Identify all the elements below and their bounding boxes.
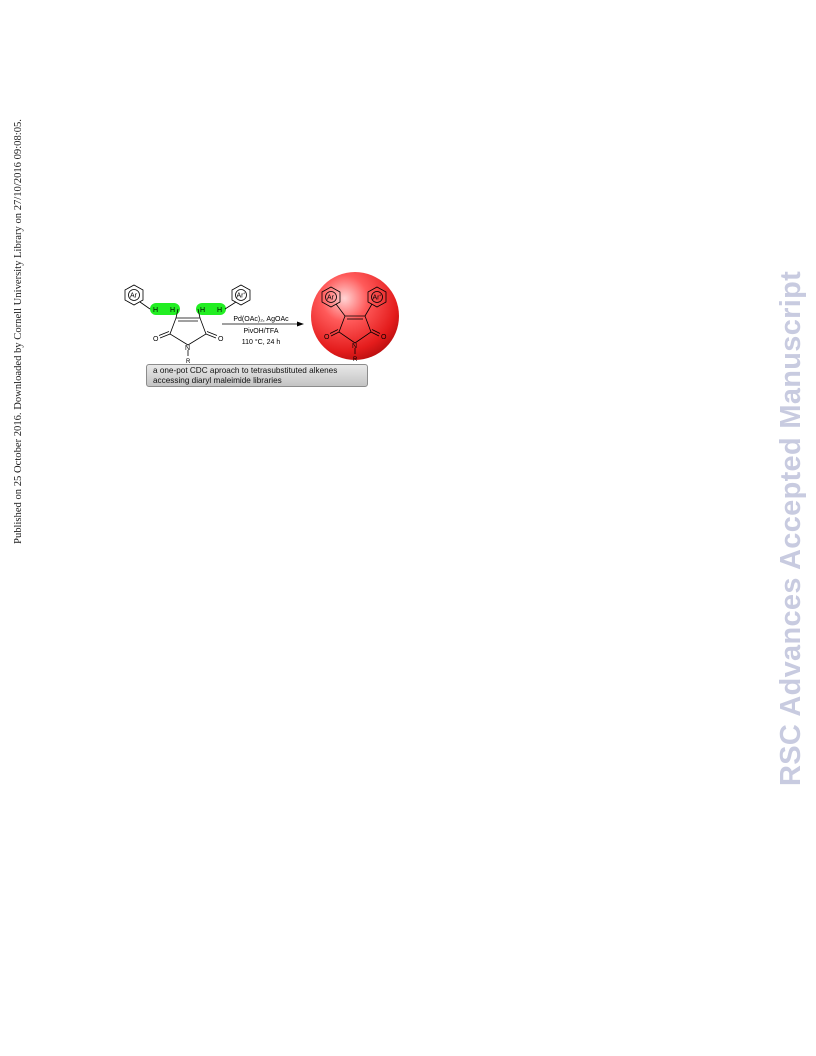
product-ar-right-label: Ar' [373, 295, 381, 302]
scheme-drawing: Ar Ar' H H H H O O N R Pd(OAc)₂, AgOAc P… [124, 272, 399, 366]
benzene-ring-right [231, 284, 251, 306]
reaction-scheme: Ar Ar' H H H H O O N R Pd(OAc)₂, AgOAc P… [112, 268, 402, 393]
oxygen-right-label: O [218, 336, 224, 343]
nitrogen-label: N [185, 345, 190, 352]
ar-right-label: Ar' [237, 293, 245, 300]
reactant-labels: Ar Ar' H H H H O O N R [130, 293, 245, 366]
h-label: H [153, 307, 158, 314]
product-maleimide-ring [338, 315, 372, 344]
reaction-conditions: Pd(OAc)₂, AgOAc PivOH/TFA 110 °C, 24 h [233, 316, 289, 346]
ar-left-label: Ar [130, 293, 138, 300]
oxygen-left-label: O [153, 336, 159, 343]
h-label: H [200, 307, 205, 314]
product-nitrogen-label: N [352, 343, 357, 350]
product-ar-left-label: Ar [327, 295, 335, 302]
ch-highlight-left [150, 303, 180, 315]
product-oxygen-right-label: O [381, 334, 387, 341]
conditions-line-3: 110 °C, 24 h [242, 338, 281, 346]
product-benzene-left [321, 286, 341, 308]
product-benzene-right [367, 286, 387, 308]
accepted-manuscript-watermark: RSC Advances Accepted Manuscript [775, 270, 808, 786]
caption-line-1: a one-pot CDC aproach to tetrasubstitute… [153, 366, 338, 375]
product-molecule [321, 286, 387, 354]
h-label: H [217, 307, 222, 314]
product-labels: Ar Ar' O O N R [324, 295, 387, 364]
conditions-line-1: Pd(OAc)₂, AgOAc [233, 316, 289, 323]
maleimide-ring [169, 317, 207, 346]
scheme-caption: a one-pot CDC aproach to tetrasubstitute… [146, 364, 368, 387]
product-r-group-label: R [353, 357, 358, 363]
reaction-arrow [222, 321, 304, 327]
caption-line-2: accessing diaryl maleimide libraries [153, 376, 282, 385]
benzene-ring-left [124, 284, 144, 306]
conditions-line-2: PivOH/TFA [243, 328, 278, 335]
r-group-label: R [186, 359, 191, 365]
ch-highlight-right [196, 303, 226, 315]
publication-note: Published on 25 October 2016. Downloaded… [12, 118, 24, 544]
h-label: H [170, 307, 175, 314]
product-oxygen-left-label: O [324, 334, 330, 341]
reactant-molecule [124, 284, 251, 356]
